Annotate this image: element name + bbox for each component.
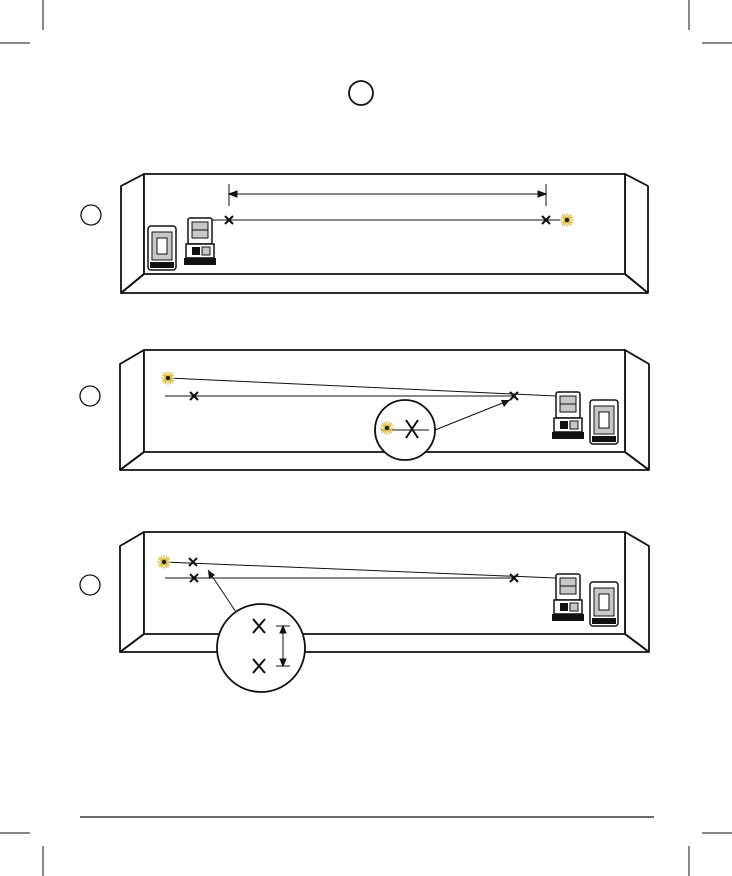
- laser-burst-icon: [560, 213, 574, 227]
- panel-3: [80, 532, 649, 692]
- laser-level-icon: [184, 218, 216, 265]
- panel-1: [81, 174, 648, 293]
- step-circle-icon: [80, 386, 100, 406]
- battery-icon: [590, 400, 618, 444]
- step-circle-icon: [80, 575, 100, 595]
- battery-icon: [148, 226, 176, 270]
- panel-2: [80, 350, 649, 470]
- laser-level-icon: [552, 392, 584, 439]
- battery-icon: [590, 582, 618, 626]
- header-step-circle-icon: [349, 81, 373, 105]
- laser-burst-icon: [161, 371, 175, 385]
- laser-burst-icon: [157, 555, 171, 569]
- step-circle-icon: [81, 205, 101, 225]
- laser-level-icon: [552, 574, 584, 621]
